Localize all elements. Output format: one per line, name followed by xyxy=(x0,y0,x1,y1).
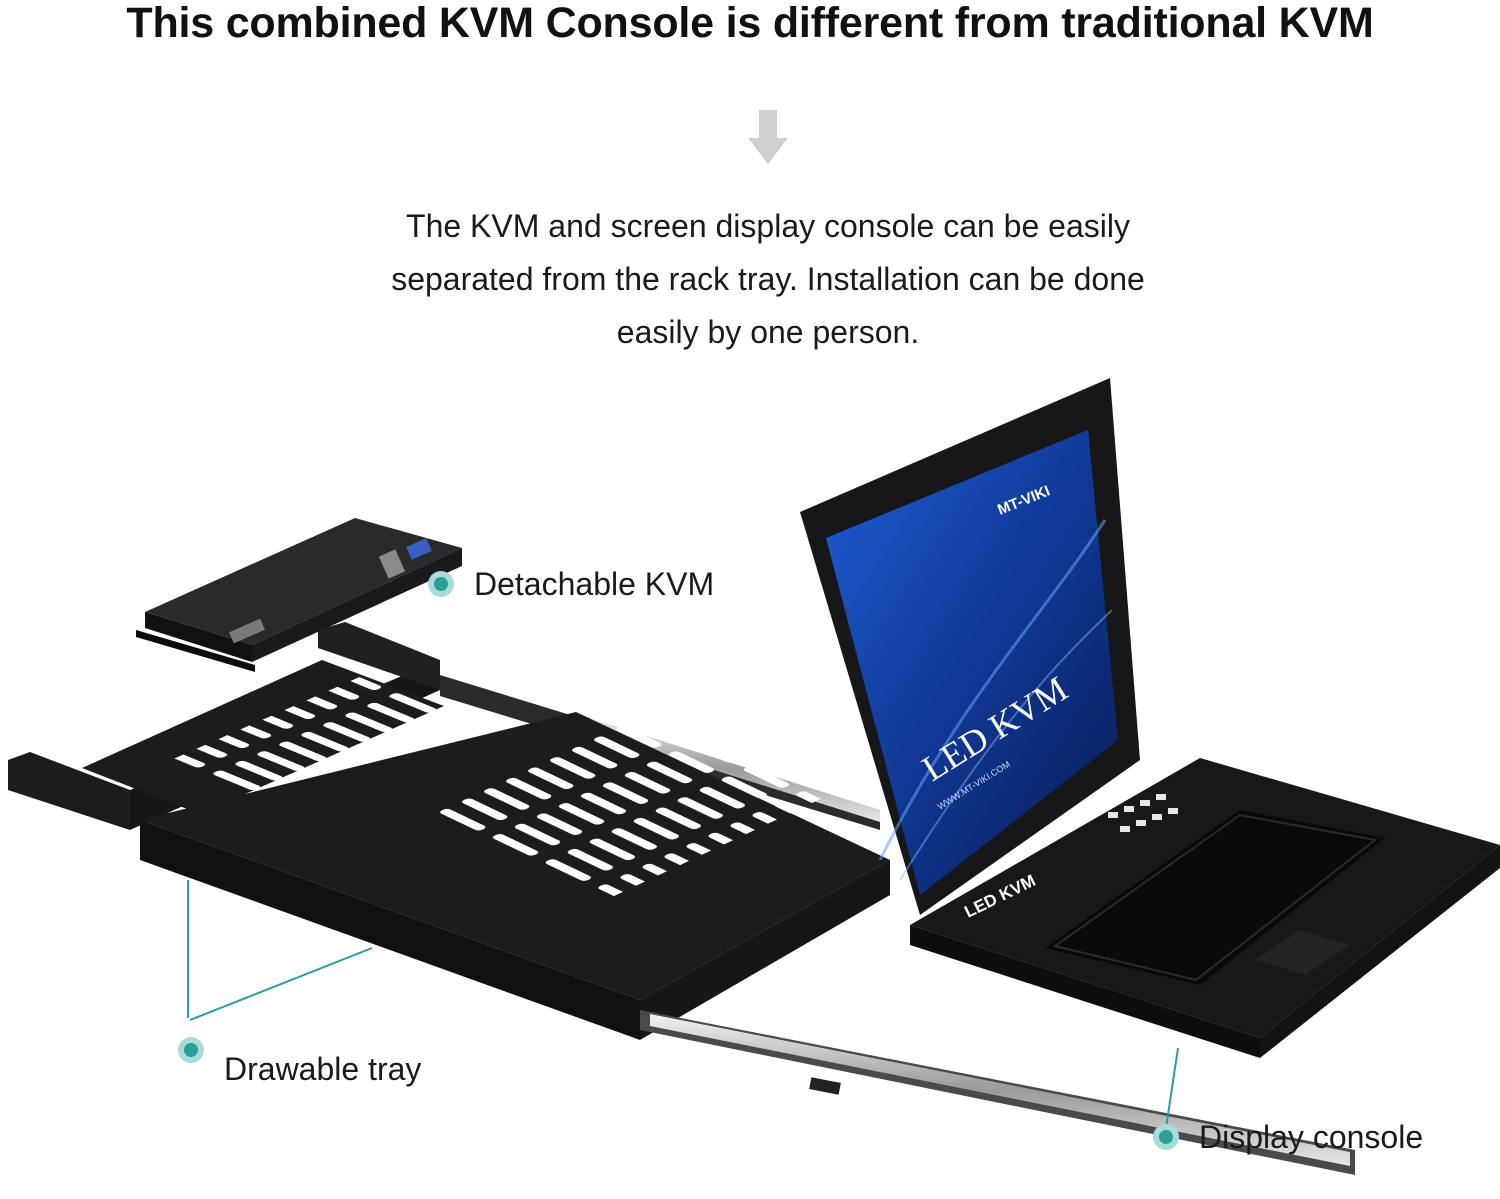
callout-label: Display console xyxy=(1199,1118,1424,1155)
description-line: separated from the rack tray. Installati… xyxy=(391,261,1145,297)
callout-lines xyxy=(187,880,1179,1129)
display-console-screen: MT-VIKI LED KVM WWW.MT-VIKI.COM xyxy=(800,378,1140,915)
headline: This combined KVM Console is different f… xyxy=(126,0,1374,47)
description-line: easily by one person. xyxy=(616,314,920,350)
callout-dot-icon xyxy=(178,1037,204,1063)
description-line: The KVM and screen display console can b… xyxy=(406,208,1130,244)
callout-drawable-tray: Drawable tray xyxy=(178,1030,421,1087)
down-arrow-icon xyxy=(748,110,788,164)
drawable-tray-back xyxy=(82,660,450,814)
callout-label: Detachable KVM xyxy=(474,565,715,602)
detachable-kvm-module xyxy=(136,518,462,672)
display-console-base: LED KVM xyxy=(910,758,1500,1058)
callout-detachable-kvm: Detachable KVM xyxy=(428,564,714,604)
description: The KVM and screen display console can b… xyxy=(360,200,1176,359)
drawable-tray-front xyxy=(140,661,934,1040)
callout-dot-icon xyxy=(1153,1124,1179,1150)
callout-display-console: Display console xyxy=(1153,1117,1423,1157)
callout-dot-icon xyxy=(428,571,454,597)
callout-label: Drawable tray xyxy=(224,1050,422,1087)
